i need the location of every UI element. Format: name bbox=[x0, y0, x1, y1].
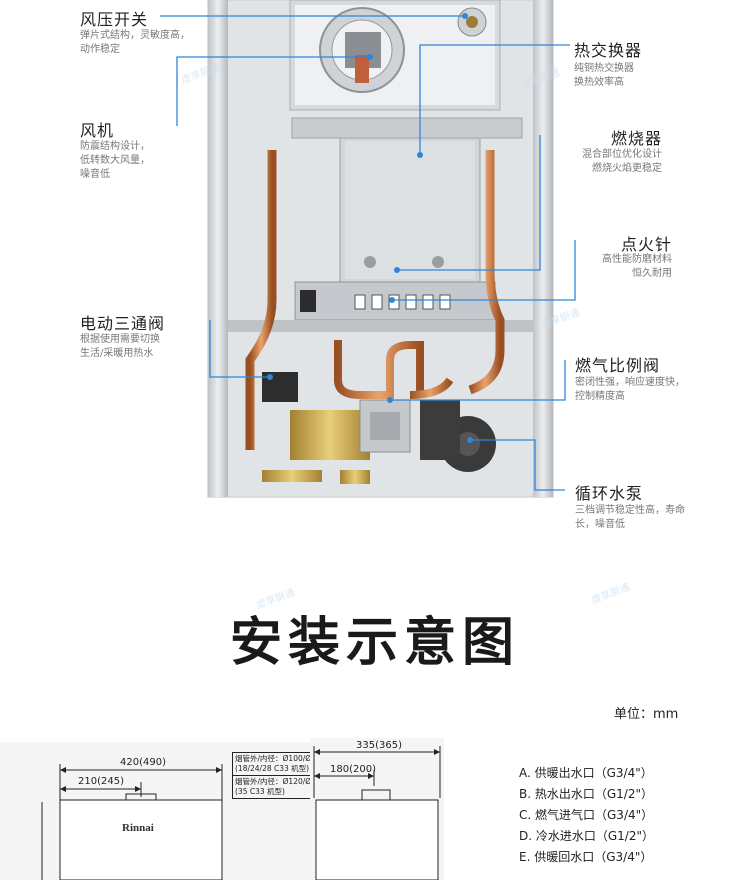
callout-desc-heat-exchanger: 纯铜热交换器 换热效率高 bbox=[574, 62, 634, 90]
desc-line: 低转数大风量， bbox=[80, 155, 150, 166]
copper-pipe-center bbox=[334, 340, 424, 399]
desc-line: 动作稳定 bbox=[80, 44, 120, 55]
unit-label: 单位：mm bbox=[614, 707, 679, 722]
callout-title-three-way-valve: 电动三通阀 bbox=[80, 314, 166, 333]
desc-line: 混合部位优化设计 bbox=[582, 149, 662, 160]
desc-line: 控制精度高 bbox=[575, 391, 625, 402]
callout-desc-pressure-switch: 弹片式结构，灵敏度高， 动作稳定 bbox=[80, 29, 190, 57]
dim-depth-partial: 180(200) bbox=[330, 764, 376, 775]
desc-line: 换热效率高 bbox=[574, 77, 624, 88]
callout-desc-burner: 混合部位优化设计 燃烧火焰更稳定 bbox=[560, 148, 662, 176]
cabinet-right-wall bbox=[533, 0, 553, 497]
copper-pipe-right bbox=[468, 150, 505, 395]
port-item-b: B. 热水出水口（G1/2"） bbox=[519, 787, 653, 801]
desc-line: 生活/采暖用热水 bbox=[80, 348, 154, 359]
port-item-e: E. 供暖回水口（G3/4"） bbox=[519, 850, 653, 864]
port-list: A. 供暖出水口（G3/4"） B. 热水出水口（G1/2"） C. 燃气进气口… bbox=[519, 763, 654, 868]
desc-line: 高性能防磨材料 bbox=[602, 254, 672, 265]
callout-desc-three-way-valve: 根据使用需要切换 生活/采暖用热水 bbox=[80, 333, 160, 361]
desc-line: 长，噪音低 bbox=[575, 519, 625, 530]
boiler-cutaway-illustration bbox=[160, 0, 576, 498]
callout-title-pressure-switch: 风压开关 bbox=[80, 10, 149, 29]
desc-line: 三档调节稳定性高，寿命 bbox=[575, 505, 685, 516]
front-view-drawing bbox=[0, 742, 310, 880]
desc-line: 密闭性强，响应速度快， bbox=[575, 377, 685, 388]
note-line: 烟管外/内径：Ø120/Ø80 bbox=[235, 777, 321, 786]
brand-logo: Rinnai bbox=[122, 822, 154, 834]
cabinet-left-wall bbox=[208, 0, 228, 497]
note-line: (35 C33 机型) bbox=[235, 787, 285, 796]
callout-title-igniter: 点火针 bbox=[620, 235, 672, 254]
callout-desc-fan: 防震结构设计， 低转数大风量， 噪音低 bbox=[80, 140, 150, 182]
mid-shelf bbox=[228, 320, 533, 332]
desc-line: 根据使用需要切换 bbox=[80, 334, 160, 345]
callout-title-burner: 燃烧器 bbox=[610, 129, 662, 148]
callout-title-fan: 风机 bbox=[80, 121, 115, 140]
port-item-c: C. 燃气进气口（G3/4"） bbox=[519, 808, 654, 822]
side-view-drawing bbox=[310, 738, 444, 880]
note-line: 烟管外/内径：Ø100/Ø60 bbox=[235, 754, 321, 763]
port-item-d: D. 冷水进水口（G1/2"） bbox=[519, 829, 655, 843]
callout-desc-pump: 三档调节稳定性高，寿命 长，噪音低 bbox=[575, 504, 685, 532]
callout-title-gas-valve: 燃气比例阀 bbox=[575, 356, 661, 375]
section-title: 安装示意图 bbox=[229, 613, 520, 673]
dim-depth-total: 335(365) bbox=[356, 740, 402, 751]
copper-pipe-left bbox=[245, 150, 277, 450]
desc-line: 纯铜热交换器 bbox=[574, 63, 634, 74]
dim-width-total: 420(490) bbox=[120, 757, 166, 768]
port-item-a: A. 供暖出水口（G3/4"） bbox=[519, 766, 653, 780]
desc-line: 恒久耐用 bbox=[632, 268, 672, 279]
desc-line: 噪音低 bbox=[80, 169, 110, 180]
desc-line: 燃烧火焰更稳定 bbox=[592, 163, 662, 174]
callout-title-heat-exchanger: 热交换器 bbox=[574, 41, 643, 60]
callout-desc-igniter: 高性能防磨材料 恒久耐用 bbox=[560, 253, 672, 281]
callout-title-pump: 循环水泵 bbox=[575, 484, 644, 503]
callout-desc-gas-valve: 密闭性强，响应速度快， 控制精度高 bbox=[575, 376, 685, 404]
note-line: (18/24/28 C33 机型) bbox=[235, 764, 310, 773]
brass-manifold bbox=[290, 410, 370, 460]
desc-line: 弹片式结构，灵敏度高， bbox=[80, 30, 190, 41]
dim-width-half: 210(245) bbox=[78, 776, 124, 787]
desc-line: 防震结构设计， bbox=[80, 141, 150, 152]
